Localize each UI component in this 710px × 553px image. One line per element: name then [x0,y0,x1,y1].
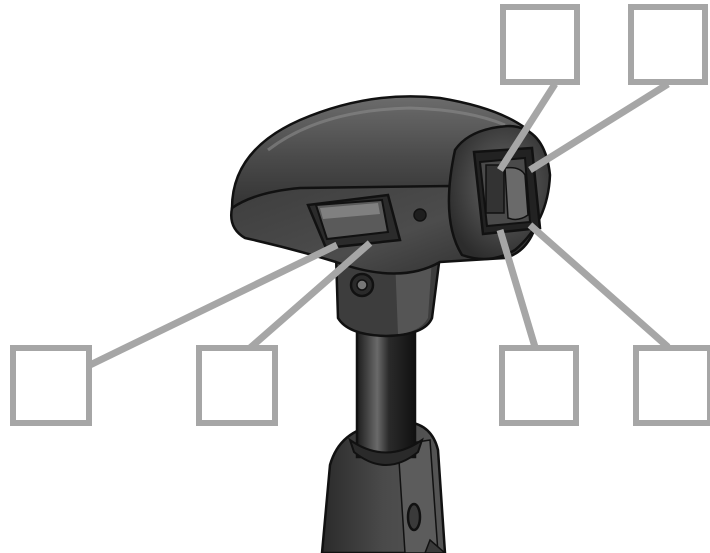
label-box-mid-center-left[interactable] [196,345,278,426]
side-hole [413,208,427,222]
bracket-hole [406,502,422,532]
leader-top-left [497,82,558,172]
right-rocker-switch[interactable] [472,146,542,236]
joystick-neck [334,253,442,338]
leader-lines [88,81,671,369]
joystick-shaft [348,320,424,466]
leader-mid-left [88,241,339,369]
label-box-mid-right[interactable] [633,345,710,426]
leader-top-right [528,81,670,173]
leader-mid-right [527,222,671,350]
front-rocker-switch[interactable] [306,193,402,250]
label-box-top-right[interactable] [628,4,708,85]
leader-mid-center-left [247,240,373,351]
label-box-mid-left[interactable] [10,345,92,426]
label-box-top-left[interactable] [500,4,580,85]
leader-mid-center-right [496,228,539,349]
label-box-mid-center-right[interactable] [499,345,579,426]
